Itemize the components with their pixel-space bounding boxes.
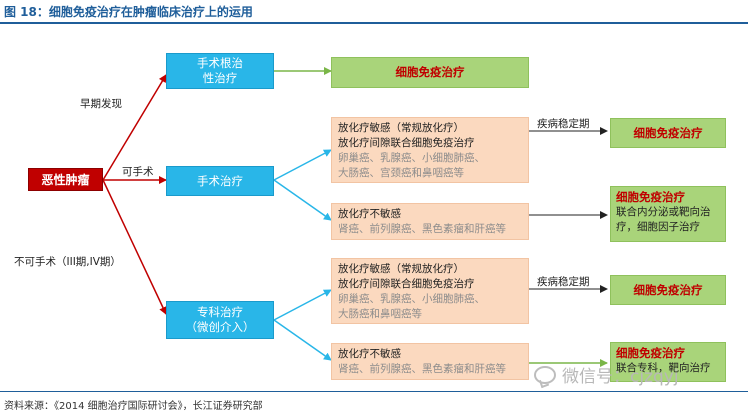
result-immunotherapy-top: 细胞免疫治疗 xyxy=(331,57,529,88)
edge-label-inoperable: 不可手术（III期,IV期） xyxy=(14,256,121,268)
p4-grey-1: 肾癌、前列腺癌、黑色素瘤和肝癌等 xyxy=(338,363,506,375)
result-immunotherapy-4: 细胞免疫治疗 联合专科，靶向治疗 xyxy=(610,342,726,382)
result-immunotherapy-3: 细胞免疫治疗 xyxy=(610,275,726,305)
edge-specialist-to-p4 xyxy=(273,319,332,361)
condition-insensitive-surgery: 放化疗不敏感 肾癌、前列腺癌、黑色素瘤和肝癌等 xyxy=(331,203,529,240)
result-immunotherapy-4-title: 细胞免疫治疗 xyxy=(616,346,685,360)
edge-root-to-specialist xyxy=(102,179,167,315)
result-immunotherapy-3-label: 细胞免疫治疗 xyxy=(633,282,703,297)
bottom-divider xyxy=(0,391,748,392)
edge-specialist-to-p3 xyxy=(273,289,332,321)
p2-dark-1: 放化疗不敏感 xyxy=(338,208,401,220)
node-radical-surgery: 手术根治 性治疗 xyxy=(166,53,274,89)
result-immunotherapy-1-label: 细胞免疫治疗 xyxy=(633,125,703,140)
node-radical-surgery-line-1: 手术根治 xyxy=(197,56,243,70)
condition-sensitive-specialist: 放化疗敏感（常规放化疗） 放化疗间隙联合细胞免疫治疗 卵巢癌、乳腺癌、小细胞肺癌… xyxy=(331,258,529,324)
p3-grey-1: 卵巢癌、乳腺癌、小细胞肺癌、 xyxy=(338,293,485,305)
node-specialist-line-1: 专科治疗 xyxy=(197,305,243,319)
node-specialist: 专科治疗 （微创介入） xyxy=(166,301,274,339)
watermark-text: 微信号：cjzqyj xyxy=(562,367,679,387)
node-surgery-label: 手术治疗 xyxy=(197,173,243,188)
title-divider xyxy=(0,22,748,24)
p1-grey-1: 卵巢癌、乳腺癌、小细胞肺癌、 xyxy=(338,152,485,164)
p3-dark-1: 放化疗敏感（常规放化疗） xyxy=(338,263,464,275)
result-immunotherapy-1: 细胞免疫治疗 xyxy=(610,118,726,148)
edge-label-early: 早期发现 xyxy=(80,98,122,110)
edge-surgery-to-p2 xyxy=(273,179,332,221)
edge-root-to-radical xyxy=(102,74,167,181)
p3-grey-2: 大肠癌和鼻咽癌等 xyxy=(338,308,422,320)
p4-dark-1: 放化疗不敏感 xyxy=(338,348,401,360)
condition-sensitive-surgery: 放化疗敏感（常规放化疗） 放化疗间隙联合细胞免疫治疗 卵巢癌、乳腺癌、小细胞肺癌… xyxy=(331,117,529,183)
root-node-malignant-tumor: 恶性肿瘤 xyxy=(28,168,103,191)
wechat-icon xyxy=(534,365,556,384)
result-immunotherapy-top-label: 细胞免疫治疗 xyxy=(395,65,465,79)
p2-grey-1: 肾癌、前列腺癌、黑色素瘤和肝癌等 xyxy=(338,223,506,235)
condition-insensitive-specialist: 放化疗不敏感 肾癌、前列腺癌、黑色素瘤和肝癌等 xyxy=(331,343,529,380)
p1-dark-1: 放化疗敏感（常规放化疗） xyxy=(338,122,464,134)
result-immunotherapy-2-line-2: 疗，细胞因子治疗 xyxy=(616,221,700,233)
result-immunotherapy-2: 细胞免疫治疗 联合内分泌或靶向治 疗，细胞因子治疗 xyxy=(610,186,726,242)
node-radical-surgery-line-2: 性治疗 xyxy=(202,71,238,85)
figure-title: 图 18：细胞免疫治疗在肿瘤临床治疗上的运用 xyxy=(4,5,253,19)
node-surgery: 手术治疗 xyxy=(166,166,274,196)
p1-dark-2: 放化疗间隙联合细胞免疫治疗 xyxy=(338,137,475,149)
wechat-watermark: 微信号：cjzqyj xyxy=(534,362,679,387)
source-note: 资料来源：《2014 细胞治疗国际研讨会》，长江证券研究部 xyxy=(4,401,263,412)
p3-dark-2: 放化疗间隙联合细胞免疫治疗 xyxy=(338,278,475,290)
edge-label-operable: 可手术 xyxy=(122,166,154,178)
edge-label-stable-1: 疾病稳定期 xyxy=(537,118,590,130)
edge-label-stable-2: 疾病稳定期 xyxy=(537,276,590,288)
p1-grey-2: 大肠癌、宫颈癌和鼻咽癌等 xyxy=(338,167,464,179)
result-immunotherapy-2-title: 细胞免疫治疗 xyxy=(616,190,685,204)
edge-surgery-to-p1 xyxy=(273,149,332,181)
node-specialist-line-2: （微创介入） xyxy=(185,320,255,334)
result-immunotherapy-2-line-1: 联合内分泌或靶向治 xyxy=(616,206,711,218)
result-immunotherapy-4-line-1: 联合专科，靶向治疗 xyxy=(616,362,711,374)
